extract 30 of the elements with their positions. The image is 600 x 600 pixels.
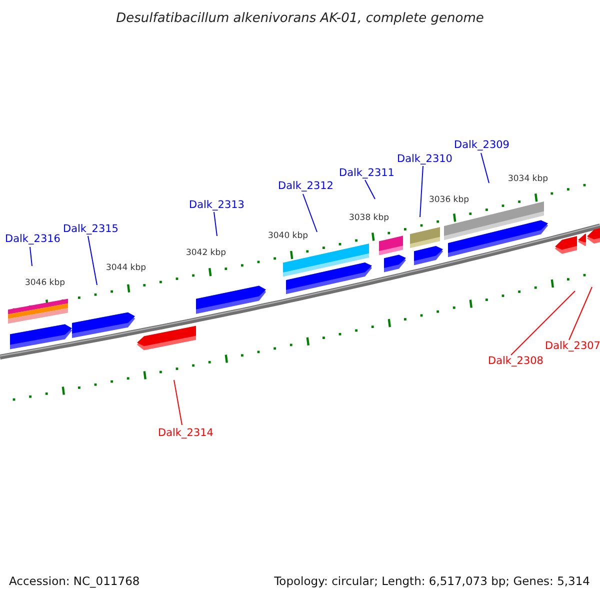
gene-label: Dalk_2314 <box>158 427 214 439</box>
gene-label: Dalk_2311 <box>339 167 394 179</box>
leader-line <box>30 246 32 266</box>
leader-line <box>510 290 576 356</box>
scale-label: 3034 kbp <box>508 173 548 185</box>
leader-line <box>88 236 98 286</box>
leader-line <box>364 180 376 200</box>
gene-label: Dalk_2316 <box>5 233 60 245</box>
footer-text: Topology: circular; Length: 6,517,073 bp; Genes: 5,314 <box>274 575 590 587</box>
leader-line <box>480 152 490 184</box>
scale-label: 3038 kbp <box>348 212 390 224</box>
gene-label: Dalk_2312 <box>278 180 334 192</box>
gene-label: Dalk_2313 <box>189 199 244 211</box>
gene-label: Dalk_2308 <box>488 355 544 367</box>
scale-label: 3044 kbp <box>106 262 146 274</box>
gene-label: Dalk_2315 <box>63 223 118 235</box>
leader-line <box>214 212 218 236</box>
leader-line <box>420 166 424 218</box>
leader-line <box>302 194 318 232</box>
scale-label: 3042 kbp <box>186 247 226 259</box>
leader-line <box>568 286 592 340</box>
scale-label: 3040 kbp <box>268 230 308 242</box>
leader-line <box>174 380 182 426</box>
gene-label: Dalk_2309 <box>454 139 510 151</box>
scale-label: 3046 kbp <box>24 277 66 289</box>
gene-label: Dalk_2310 <box>397 153 452 165</box>
diagram-title: Desulfatibacillum alkenivorans AK-01, complete genome <box>115 10 485 28</box>
scale-label: 3036 kbp <box>428 194 470 206</box>
footer-text: Accession: NC_011768 <box>9 575 140 587</box>
gene-label: Dalk_2307 <box>545 340 600 352</box>
